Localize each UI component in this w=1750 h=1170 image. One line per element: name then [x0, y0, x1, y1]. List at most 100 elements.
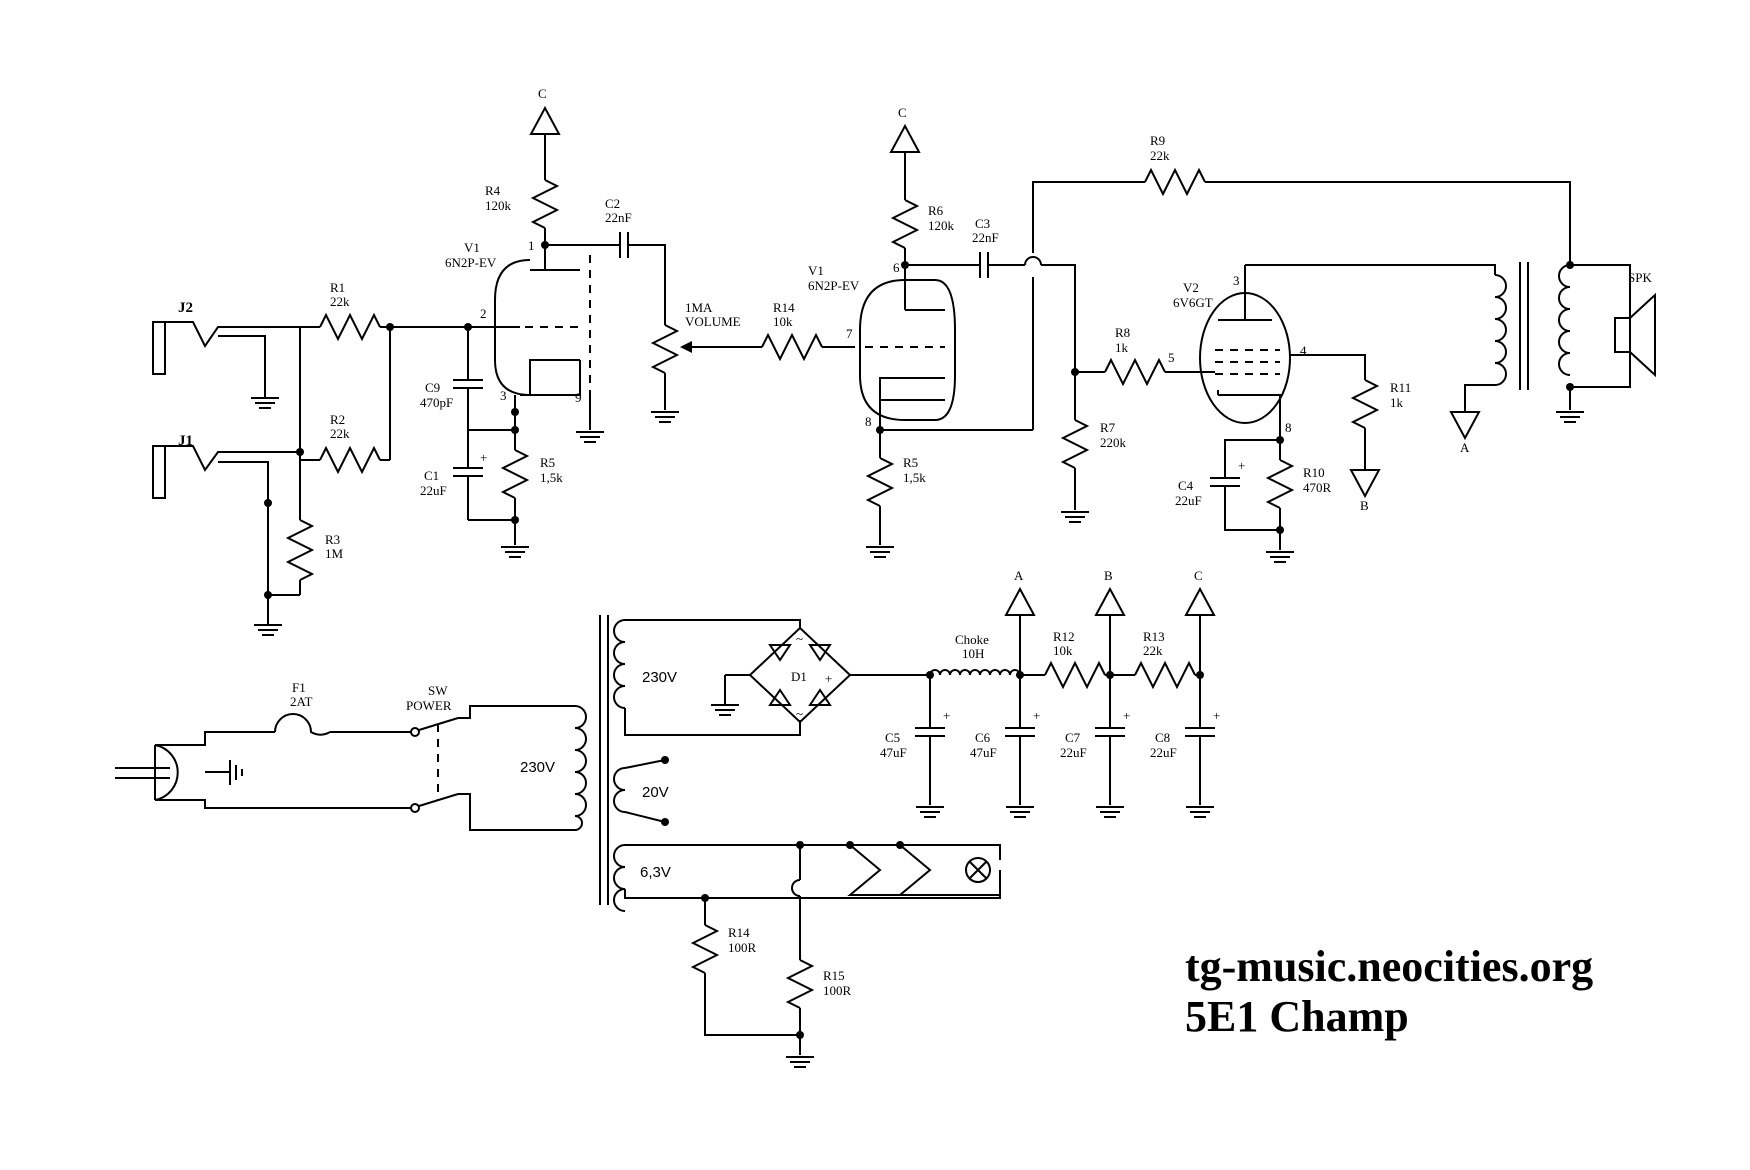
resistor-r6 [890, 199, 920, 249]
label-r14b-name: R14 [728, 925, 750, 940]
polarity-mark: + [825, 671, 832, 686]
label-r4-name: R4 [485, 183, 501, 198]
label-r14b-value: 100R [728, 940, 757, 955]
power-switch [410, 705, 575, 831]
label-r6-name: R6 [928, 203, 944, 218]
label-c5-name: C5 [885, 730, 900, 745]
fuse-f1 [274, 713, 412, 736]
jack-j1-tip [165, 445, 300, 472]
label-c6-value: 47uF [970, 745, 997, 760]
pin-label: 3 [500, 388, 507, 403]
heater-wiring [791, 841, 1001, 960]
label-r3-name: R3 [325, 532, 340, 547]
label-r12-value: 10k [1053, 643, 1073, 658]
polarity-mark: + [1033, 708, 1040, 723]
label-pt-primary: 230V [520, 759, 555, 776]
resistor-r8 [1104, 357, 1166, 387]
power-transformer [574, 615, 1001, 912]
pin-label: 1 [528, 238, 535, 253]
label-c1-value: 22uF [420, 483, 447, 498]
resistor-r11 [1350, 379, 1380, 429]
resistor-r3 [285, 519, 315, 581]
label-r5b-name: R5 [903, 455, 918, 470]
pin-label: 5 [1168, 350, 1175, 365]
rail-label: C [538, 86, 547, 101]
label-c7-value: 22uF [1060, 745, 1087, 760]
label-r15-name: R15 [823, 968, 845, 983]
resistor-r15 [785, 959, 815, 1009]
pin-label: 9 [575, 390, 582, 405]
label-c2-name: C2 [605, 196, 620, 211]
output-transformer [1464, 261, 1585, 423]
label-c1-name: C1 [424, 468, 439, 483]
label-v1a-type: 6N2P-EV [445, 255, 497, 270]
label-r5a-value: 1,5k [540, 470, 563, 485]
label-r2-name: R2 [330, 412, 345, 427]
label-sw-value: POWER [406, 698, 452, 713]
label-r11-value: 1k [1390, 395, 1404, 410]
label-volume-name: VOLUME [685, 314, 741, 329]
label-r13-name: R13 [1143, 629, 1165, 644]
tube-v1b [859, 265, 956, 430]
bridge-rectifier-d1 [710, 626, 930, 724]
label-d1: D1 [791, 669, 807, 684]
label-r1-value: 22k [330, 294, 350, 309]
label-v2-name: V2 [1183, 280, 1199, 295]
ac-mark: ~ [796, 631, 803, 646]
label-v1b-type: 6N2P-EV [808, 278, 860, 293]
resistor-r12 [1044, 660, 1106, 690]
resistor-r13 [1134, 660, 1196, 690]
jack-j2-tip [165, 321, 300, 348]
label-c8-value: 22uF [1150, 745, 1177, 760]
label-r8-value: 1k [1115, 340, 1129, 355]
filter-caps [915, 615, 1215, 818]
resistor-r1 [319, 312, 381, 342]
tube-v2 [1199, 265, 1291, 430]
label-r1-name: R1 [330, 280, 345, 295]
label-c4-value: 22uF [1175, 493, 1202, 508]
polarity-mark: + [1123, 708, 1130, 723]
label-c2-value: 22nF [605, 210, 632, 225]
resistor-r5a [500, 449, 530, 499]
jack-j2-sleeve [152, 321, 166, 375]
supply-rail-a-symbol [1450, 411, 1480, 439]
label-r10-name: R10 [1303, 465, 1325, 480]
label-r13-value: 22k [1143, 643, 1163, 658]
label-c4-name: C4 [1178, 478, 1194, 493]
label-r4-value: 120k [485, 198, 512, 213]
polarity-mark: + [1238, 458, 1245, 473]
pin-label: 2 [480, 306, 487, 321]
label-r9-name: R9 [1150, 133, 1165, 148]
pin-label: 7 [846, 326, 853, 341]
label-choke-name: Choke [955, 632, 989, 647]
label-v2-type: 6V6GT [1173, 295, 1213, 310]
choke [926, 669, 1024, 679]
resistor-r10 [1265, 459, 1295, 509]
rail-label: A [1460, 440, 1470, 455]
label-c3-name: C3 [975, 216, 990, 231]
polarity-mark: + [480, 450, 487, 465]
polarity-mark: + [1213, 708, 1220, 723]
label-speaker: SPK [1628, 270, 1652, 285]
speaker-icon [1570, 264, 1656, 388]
label-r10-value: 470R [1303, 480, 1332, 495]
mains-plug-icon [115, 731, 412, 809]
label-c5-value: 47uF [880, 745, 907, 760]
label-j2: J2 [178, 300, 193, 316]
label-v1b-name: V1 [808, 263, 824, 278]
supply-rail-b-symbol [1350, 469, 1380, 497]
label-c3-value: 22nF [972, 230, 999, 245]
resistor-r9 [1144, 167, 1206, 197]
pilot-lamp-icon [965, 857, 991, 883]
tube-v1a [494, 245, 605, 443]
resistor-r14a [761, 332, 823, 362]
pin-label: 6 [893, 260, 900, 275]
label-r12-name: R12 [1053, 629, 1075, 644]
label-r5a-name: R5 [540, 455, 555, 470]
label-r8-name: R8 [1115, 325, 1130, 340]
rail-label: B [1104, 568, 1113, 583]
resistor-r2 [319, 445, 381, 475]
label-pt-secondary-20v: 20V [642, 784, 669, 801]
label-c9-value: 470pF [420, 395, 453, 410]
